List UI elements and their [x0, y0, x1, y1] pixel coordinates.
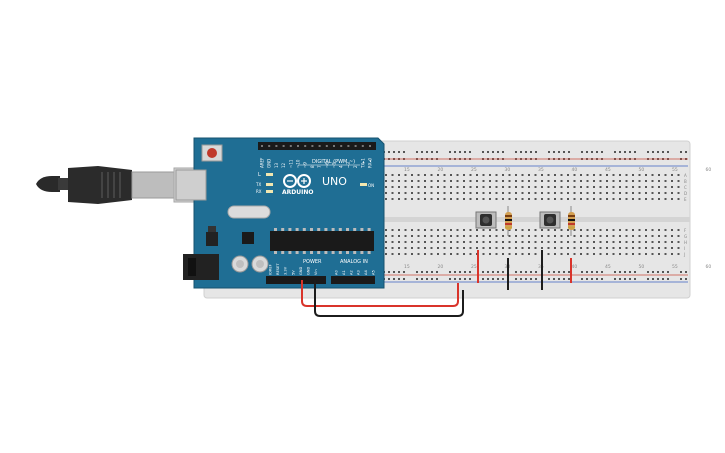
power-pin-label: IOREF	[269, 264, 273, 275]
column-number-bottom: 55	[672, 264, 678, 270]
analog-pin-label: A1	[342, 270, 346, 275]
analog-pin-label: A4	[364, 270, 368, 275]
usb-port	[175, 169, 207, 201]
column-number-top: 55	[672, 167, 678, 173]
row-letter: I	[684, 246, 685, 251]
column-number-bottom: 20	[438, 264, 444, 270]
analog-header[interactable]	[331, 276, 375, 284]
atmega-chip	[270, 231, 374, 251]
column-number-top: 25	[471, 167, 477, 173]
wire-black-gnd[interactable]	[314, 280, 464, 317]
power-pin-label: RESET	[276, 263, 280, 275]
digital-pin-label: AREF	[260, 157, 265, 168]
power-pin-label: GND	[299, 267, 303, 275]
crystal	[227, 205, 271, 219]
resistor-2[interactable]	[568, 206, 575, 236]
column-number-top: 35	[538, 167, 544, 173]
analog-pin-label: A0	[335, 270, 339, 275]
digital-header[interactable]	[258, 142, 376, 150]
digital-pin-label: 4	[339, 165, 344, 168]
digital-header-label: DIGITAL (PWM ~)	[312, 159, 355, 165]
column-number-bottom: 60	[706, 264, 712, 270]
digital-pin-label: ~10	[296, 159, 301, 168]
column-number-top: 40	[572, 167, 578, 173]
row-letter: E	[684, 197, 687, 202]
led-tx-label: TX	[255, 182, 261, 187]
led-on	[360, 183, 367, 186]
column-number-top: 15	[404, 167, 410, 173]
led-tx	[266, 183, 273, 186]
row-letter: D	[684, 191, 687, 196]
power-label: POWER	[303, 259, 322, 265]
digital-pin-label: 13	[274, 162, 279, 168]
digital-pin-label: TX▸1	[360, 158, 365, 169]
analog-label: ANALOG IN	[340, 259, 368, 265]
row-letter: B	[684, 179, 687, 184]
power-pin-label: Vin	[314, 269, 318, 275]
model-label: UNO	[322, 175, 347, 188]
column-number-bottom: 45	[605, 264, 611, 270]
digital-pin-label: 12	[281, 162, 286, 168]
row-letter: C	[684, 185, 687, 190]
column-number-bottom: 15	[404, 264, 410, 270]
analog-pin-label: A3	[357, 270, 361, 275]
column-numbers-top: 15 20 25 30 35 40 45 50 55 60	[404, 167, 711, 173]
led-l-label: L	[258, 172, 261, 178]
power-pin-label: GND	[307, 267, 311, 275]
digital-pin-label: RX◂0	[368, 157, 373, 168]
analog-pin-label: A2	[349, 270, 353, 275]
brand-label: ARDUINO	[282, 189, 313, 196]
column-number-top: 50	[639, 167, 645, 173]
usb-cable[interactable]	[36, 166, 199, 204]
power-pin-label: 5V	[291, 270, 295, 275]
digital-pin-label: 2	[353, 165, 358, 168]
power-pin-label: 3.3V	[284, 266, 288, 275]
digital-pin-label: 8	[310, 165, 315, 168]
column-number-bottom: 50	[639, 264, 645, 270]
digital-pin-label: ~11	[288, 159, 293, 168]
digital-pin-label: 7	[317, 165, 322, 168]
chip-pins	[274, 228, 371, 254]
column-number-bottom: 25	[471, 264, 477, 270]
icsp-header	[242, 232, 254, 244]
resistor-1[interactable]	[505, 206, 512, 236]
led-l	[266, 173, 273, 176]
row-letter: F	[684, 228, 687, 233]
row-letter: G	[684, 234, 687, 239]
regulator	[206, 232, 218, 246]
led-rx-label: RX	[256, 189, 262, 194]
column-number-top: 60	[706, 167, 712, 173]
push-button-1[interactable]	[475, 211, 497, 229]
led-on-label: ON	[368, 183, 374, 188]
column-number-top: 20	[438, 167, 444, 173]
column-number-top: 45	[605, 167, 611, 173]
column-number-bottom: 35	[538, 264, 544, 270]
arduino-logo-icon	[283, 174, 311, 188]
column-number-bottom: 40	[572, 264, 578, 270]
row-letter: J	[683, 252, 685, 257]
analog-pin-label: A5	[372, 270, 376, 275]
column-number-top: 30	[505, 167, 511, 173]
row-letter: A	[684, 173, 687, 178]
led-rx	[266, 190, 273, 193]
push-button-2[interactable]	[539, 211, 561, 229]
digital-pin-label: GND	[267, 159, 272, 168]
power-header[interactable]	[266, 276, 326, 284]
row-letter: H	[684, 240, 687, 245]
breadboard-holes[interactable]	[383, 151, 687, 280]
wire-red-5v[interactable]	[301, 280, 459, 307]
